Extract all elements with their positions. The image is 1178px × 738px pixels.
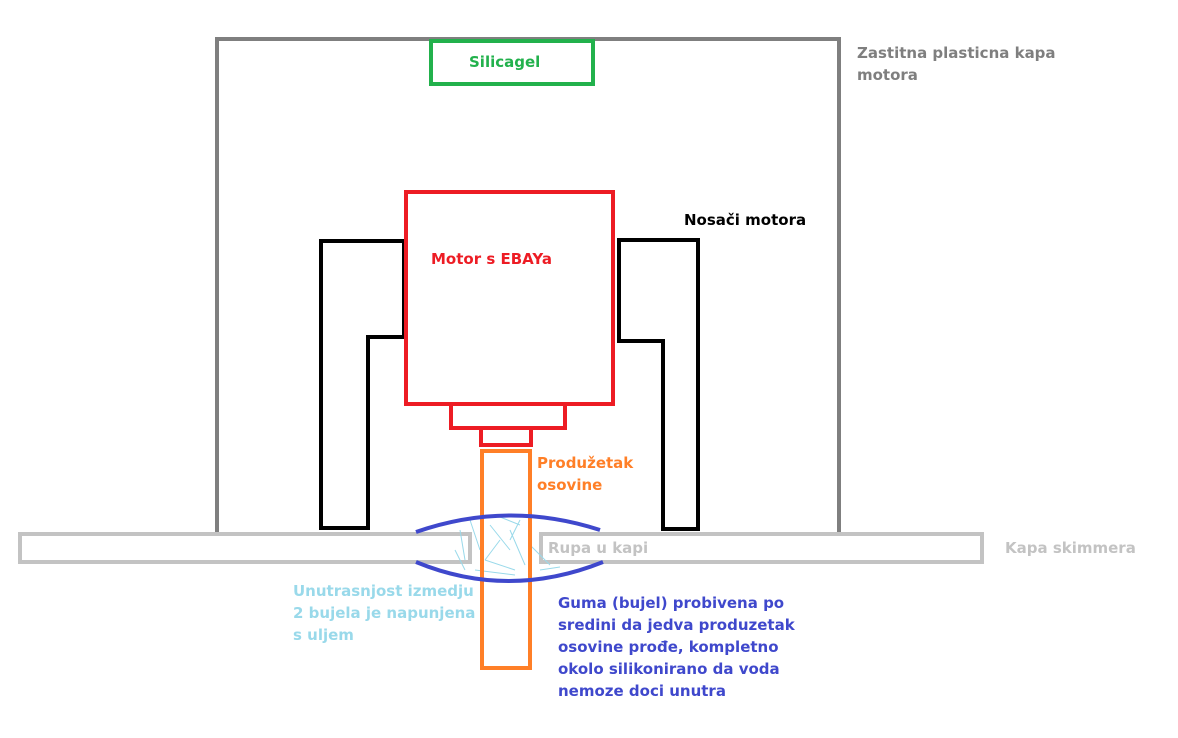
oil-label: Unutrasnjost izmedju 2 bujela je napunje…	[293, 582, 476, 644]
motor-body	[404, 190, 615, 406]
motor-flange	[449, 402, 567, 430]
motor-mount-left	[319, 239, 406, 530]
rubber-seal-lower	[415, 560, 604, 583]
hole-label: Rupa u kapi	[548, 539, 649, 557]
rubber-label: Guma (bujel) probivena po sredini da jed…	[558, 594, 795, 700]
skimmer-cap	[18, 532, 984, 564]
skimmer-cap-left	[18, 532, 472, 564]
silicagel-box	[429, 39, 595, 86]
rubber-seal-upper	[415, 513, 601, 534]
motor-label: Motor s EBAYa	[431, 250, 552, 268]
silicagel-label: Silicagel	[469, 53, 541, 71]
shaft-extension	[480, 449, 532, 670]
shaft-label: Produžetak osovine	[537, 454, 634, 494]
oil-fill	[454, 514, 561, 576]
motor-shaft-stub	[479, 426, 533, 447]
mounts-label: Nosači motora	[684, 211, 807, 229]
motor-mount-right	[617, 238, 700, 531]
skimmer-label: Kapa skimmera	[1005, 539, 1136, 557]
cap-label: Zastitna plasticna kapa motora	[857, 44, 1056, 84]
skimmer-cap-right	[539, 532, 984, 564]
